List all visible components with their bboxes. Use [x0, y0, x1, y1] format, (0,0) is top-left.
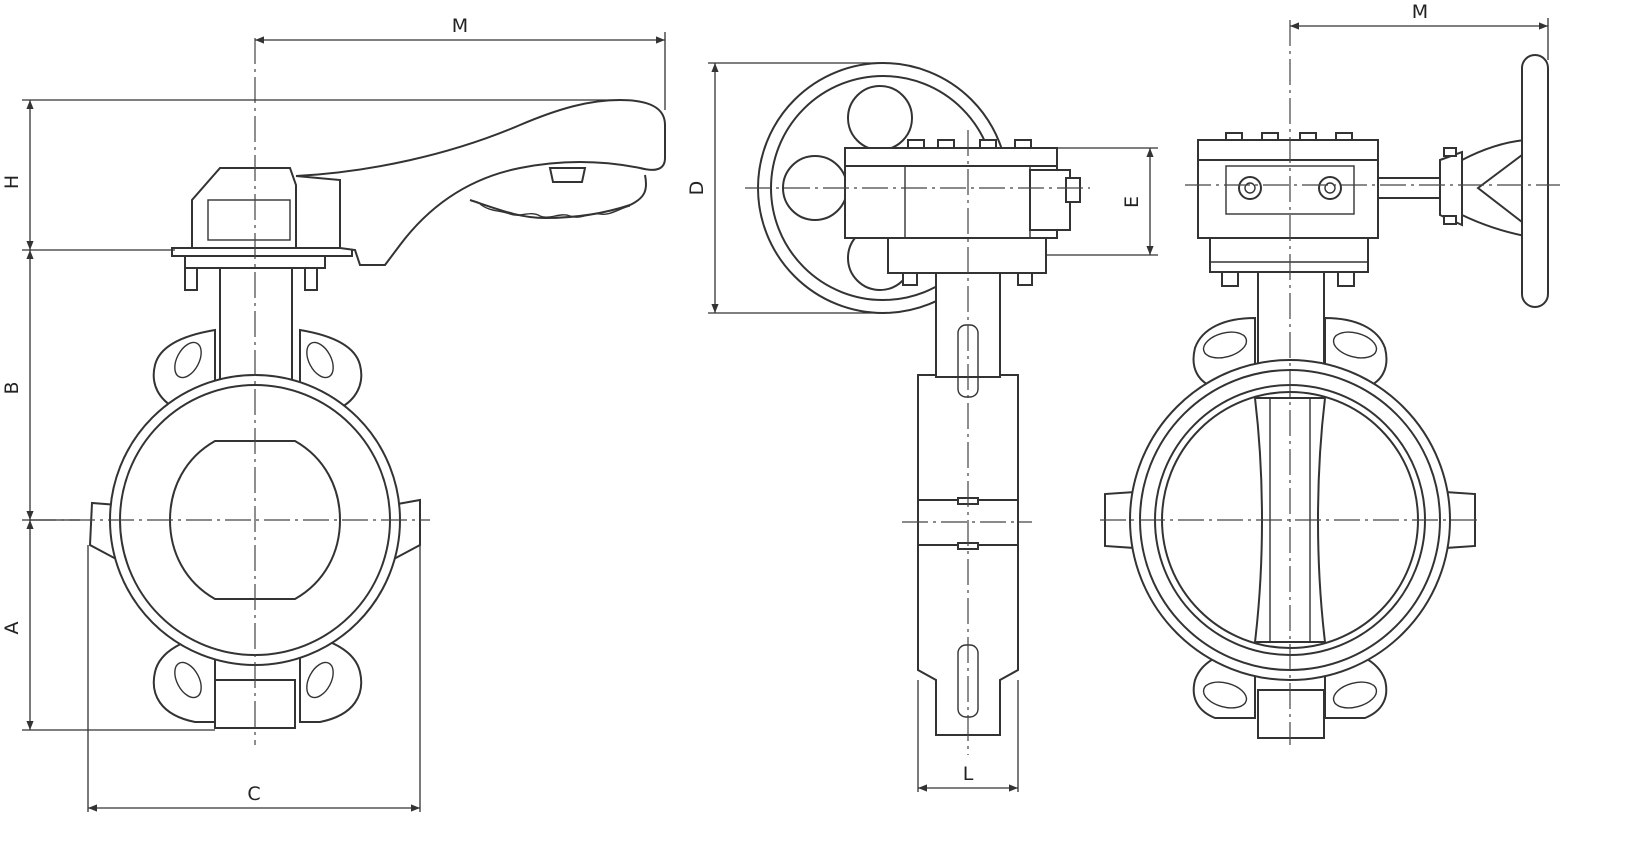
label-a: A [1, 622, 23, 635]
front-gearbox-base-bolt-left [1221, 271, 1239, 287]
label-h: H [1, 175, 23, 189]
label-l: L [963, 763, 974, 785]
lever-valve-view: M H B A C [1, 15, 666, 812]
side-gearbox-cap-bolt-4 [1014, 139, 1032, 149]
front-gearbox-hex-bolt-right-core [1324, 182, 1336, 194]
front-valve-slot-1 [1202, 331, 1248, 359]
front-gearbox-cap-bolt-3 [1299, 132, 1317, 141]
label-d: D [686, 181, 708, 196]
lever-hub-face [207, 199, 291, 241]
front-valve-slot-3 [1202, 681, 1248, 709]
side-gearbox-base [887, 237, 1047, 274]
side-gearbox-end-cap [1029, 169, 1071, 231]
side-gearbox-lid [844, 147, 1058, 167]
label-c: C [247, 783, 260, 805]
lever-valve-mounting-flange [171, 247, 353, 257]
label-m-front: M [1412, 1, 1428, 23]
front-valve-slot-4 [1332, 681, 1378, 709]
side-valve-body [917, 374, 1019, 736]
front-gearbox-cap-bolt-2 [1261, 132, 1279, 141]
label-m-lever: M [452, 15, 468, 37]
lever-latch [548, 167, 587, 183]
front-gearbox-base [1209, 237, 1369, 273]
side-gearbox-shaft-nut [1065, 177, 1081, 203]
lever-valve-bolt-slot-2 [306, 341, 334, 379]
front-handwheel-hub [1439, 150, 1463, 227]
front-gearbox-panel [1225, 165, 1355, 215]
front-gearbox-hex-bolt-right [1318, 176, 1342, 200]
lever-valve-bolt-left [184, 267, 198, 291]
label-b: B [1, 381, 23, 394]
front-gearbox-hex-bolt-left [1238, 176, 1262, 200]
front-gearbox-hex-bolt-left-core [1244, 182, 1256, 194]
side-handwheel-spoke-top [847, 85, 913, 151]
side-gearbox-cap-bolt-3 [979, 139, 997, 149]
front-input-shaft [1377, 177, 1441, 199]
front-gearbox-cap-bolt-1 [1225, 132, 1243, 141]
lever-valve-bolt-slot-1 [174, 341, 202, 379]
lever-valve-bolt-slot-3 [174, 661, 202, 699]
side-gearbox-cap-bolt-1 [907, 139, 925, 149]
front-handwheel-rim [1521, 54, 1549, 308]
side-gearbox [844, 165, 1058, 239]
front-handwheel-cap-top [1443, 147, 1457, 157]
lever-hub [191, 167, 297, 249]
front-gearbox-base-bolt-right [1337, 271, 1355, 287]
lever-grip-teeth [479, 203, 631, 218]
front-gearbox-lid [1197, 139, 1379, 161]
lever-valve-bolt-slot-4 [306, 661, 334, 699]
label-e: E [1121, 196, 1143, 208]
lever-valve-neck [219, 267, 293, 389]
lever-handle [295, 98, 666, 266]
gear-front-view: M [1100, 1, 1560, 745]
front-gearbox [1197, 159, 1379, 239]
front-handwheel-spoke [1461, 138, 1526, 238]
side-gearbox-base-bolt-left [902, 272, 918, 286]
side-gearbox-cap-bolt-2 [937, 139, 955, 149]
side-gearbox-base-bolt-right [1017, 272, 1033, 286]
gear-side-view: D E L [686, 62, 1158, 792]
front-valve-bottom-stub [1257, 689, 1325, 739]
lever-valve-bolt-right [304, 267, 318, 291]
front-gearbox-cap-bolt-4 [1335, 132, 1353, 141]
front-valve-slot-2 [1332, 331, 1378, 359]
front-handwheel-cap-bottom [1443, 215, 1457, 225]
